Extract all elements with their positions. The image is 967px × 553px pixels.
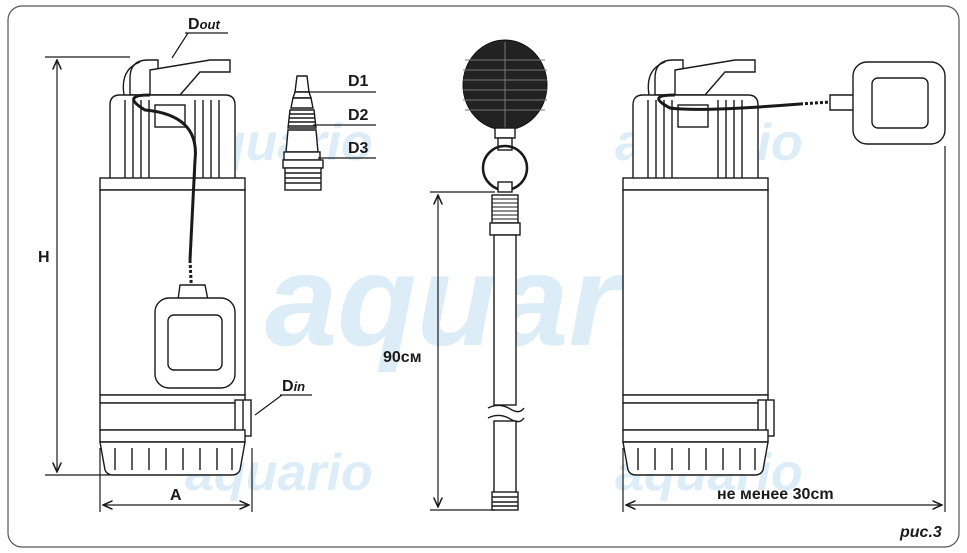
din-leader: [254, 394, 283, 416]
label-min-distance: не менее 30cm: [717, 486, 834, 503]
label-d-out: Dout: [188, 16, 220, 33]
dimension-h: [45, 56, 130, 476]
hose-adapter: [282, 75, 376, 191]
dimension-min-distance: [622, 146, 946, 512]
label-width: A: [170, 487, 182, 504]
label-d1: D1: [348, 73, 369, 90]
label-height: H: [38, 249, 50, 266]
label-d3: D3: [348, 140, 369, 157]
label-d2: D2: [348, 107, 369, 124]
label-rod-length: 90см: [383, 349, 422, 366]
pump-left: [99, 59, 252, 476]
pump-right: [622, 59, 946, 476]
label-d-in: Din: [282, 378, 305, 395]
dout-leader: [171, 32, 189, 59]
figure-label: рис.3: [899, 524, 942, 541]
dimension-rod: [430, 191, 495, 511]
float-rod: [462, 39, 548, 511]
diagram-frame: [7, 5, 960, 548]
dimension-a: [99, 448, 253, 512]
